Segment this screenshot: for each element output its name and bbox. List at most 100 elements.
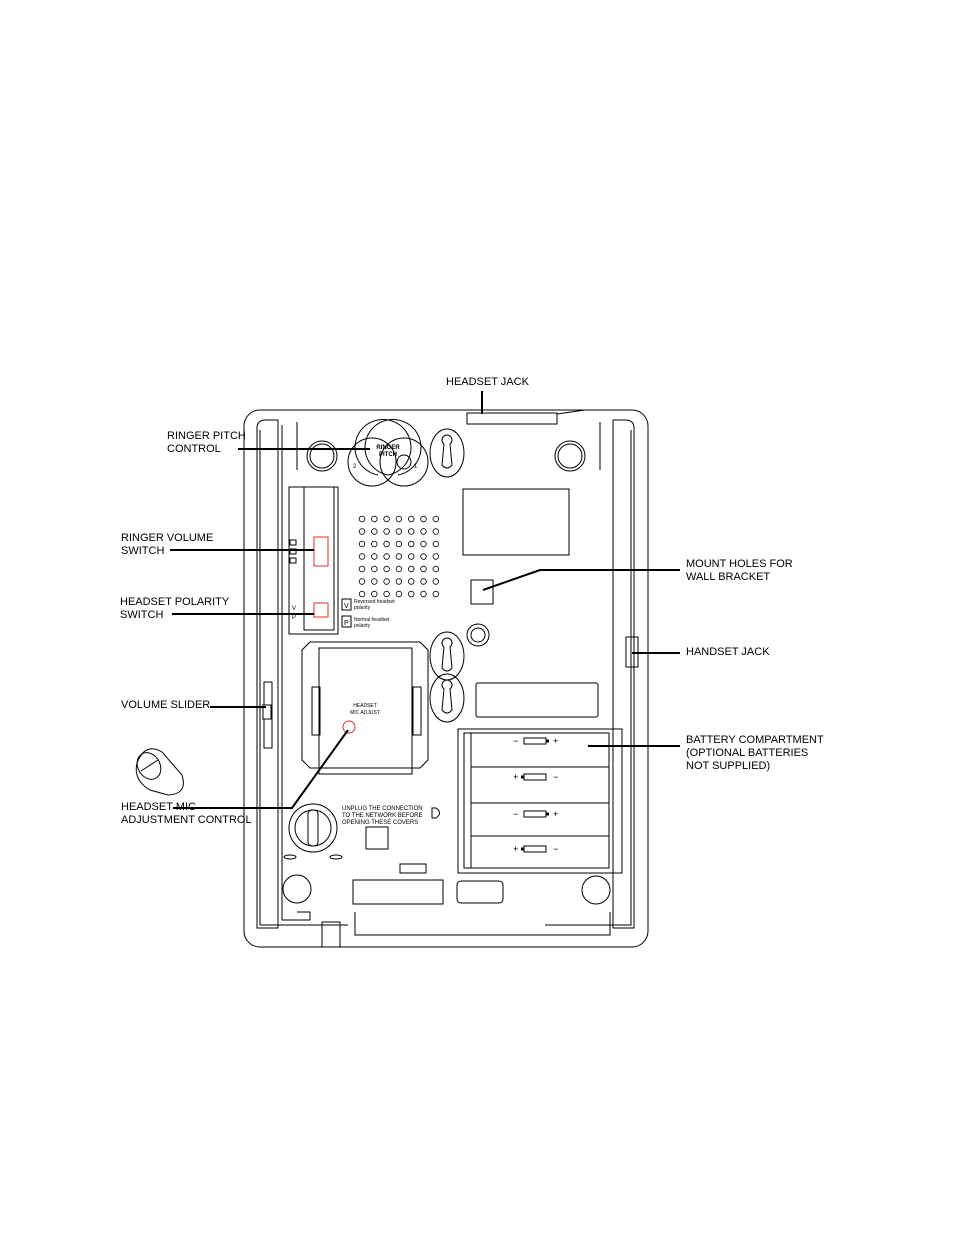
svg-text:OPENING THESE COVERS: OPENING THESE COVERS bbox=[342, 820, 418, 826]
grille-hole bbox=[408, 540, 415, 548]
grille-hole bbox=[420, 528, 427, 535]
svg-text:HEADSET: HEADSET bbox=[353, 703, 377, 709]
battery-terminal bbox=[521, 775, 524, 779]
grille-hole bbox=[408, 590, 415, 598]
switch-v-mark: V bbox=[292, 606, 296, 612]
grille-hole bbox=[395, 578, 403, 585]
grille-hole bbox=[358, 553, 366, 560]
grille-hole bbox=[420, 578, 427, 585]
small-square bbox=[365, 826, 389, 850]
grille-hole bbox=[395, 515, 403, 523]
grille-hole bbox=[432, 515, 439, 523]
headset-mic-leader bbox=[173, 729, 349, 809]
battery-symbol bbox=[523, 845, 547, 853]
grille-hole bbox=[432, 590, 439, 598]
small-slot bbox=[399, 863, 427, 874]
grille-hole bbox=[383, 528, 390, 535]
battery-terminal bbox=[546, 739, 549, 743]
grille-hole bbox=[408, 553, 415, 560]
grille-hole bbox=[432, 540, 439, 548]
foot-bottom-left bbox=[282, 874, 312, 904]
svg-text:MIC ADJUST: MIC ADJUST bbox=[350, 710, 380, 716]
grille-hole bbox=[371, 565, 378, 573]
polarity-legend: V Reversed headset polarity P Normal hea… bbox=[341, 598, 395, 629]
keyhole-top bbox=[429, 428, 465, 478]
headset-mic-adjustment-label: HEADSET MIC ADJUSTMENT CONTROL bbox=[121, 801, 252, 826]
ringer-volume-switch-label: RINGER VOLUME SWITCH bbox=[121, 532, 214, 557]
grille-hole bbox=[408, 578, 415, 585]
grille-hole bbox=[420, 515, 427, 523]
svg-text:Normal headset: Normal headset bbox=[354, 617, 390, 623]
headset-polarity-switch[interactable] bbox=[313, 602, 329, 618]
grille-hole bbox=[432, 553, 439, 560]
volume-icon-low bbox=[289, 557, 297, 564]
warning-text: UNPLUG THE CONNECTION TO THE NETWORK BEF… bbox=[342, 806, 423, 826]
ringer-pitch-control-label: RINGER PITCH CONTROL bbox=[167, 430, 246, 455]
ringer-volume-switch[interactable] bbox=[313, 536, 329, 567]
mic-adjust-cover: HEADSET MIC ADJUST bbox=[301, 641, 429, 775]
grille-hole bbox=[383, 590, 390, 598]
battery-polarity-left: + bbox=[513, 772, 518, 782]
headset-mic-adjust-control[interactable] bbox=[342, 720, 356, 734]
grille-hole bbox=[432, 528, 439, 535]
ringer-pitch-title: RINGER bbox=[376, 445, 400, 451]
foot-top-left bbox=[306, 440, 338, 472]
grille-hole bbox=[371, 578, 378, 585]
grille-hole bbox=[371, 528, 378, 535]
grille-hole bbox=[395, 590, 403, 598]
grille-hole bbox=[358, 590, 366, 598]
svg-text:TO THE NETWORK BEFORE: TO THE NETWORK BEFORE bbox=[342, 813, 422, 819]
inner-rim-right bbox=[545, 430, 632, 926]
grille-hole bbox=[432, 578, 439, 585]
battery-compartment-label: BATTERY COMPARTMENT (OPTIONAL BATTERIES … bbox=[686, 734, 824, 772]
svg-text:P: P bbox=[344, 620, 349, 627]
foot-bottom-right bbox=[581, 875, 611, 905]
svg-text:Reversed headset: Reversed headset bbox=[354, 599, 395, 605]
headset-polarity-switch-label: HEADSET POLARITY SWITCH bbox=[120, 596, 230, 621]
grille-hole bbox=[420, 590, 427, 598]
round-button bbox=[466, 623, 490, 647]
headset-jack-label: HEADSET JACK bbox=[446, 376, 529, 388]
mount-hole-square bbox=[470, 579, 494, 605]
d-connector-icon bbox=[431, 807, 440, 819]
grille-hole bbox=[358, 515, 366, 523]
grille-hole bbox=[358, 528, 366, 535]
battery-compartment: −++−−++− bbox=[457, 728, 623, 874]
battery-polarity-left: − bbox=[513, 736, 518, 746]
svg-text:polarity: polarity bbox=[354, 605, 371, 611]
grille-hole bbox=[408, 565, 415, 573]
svg-text:polarity: polarity bbox=[354, 623, 371, 629]
battery-terminal bbox=[521, 847, 524, 851]
bottom-plate-left bbox=[352, 879, 444, 905]
pitch-left-mark: 2 bbox=[353, 464, 357, 470]
grille-hole bbox=[383, 565, 390, 573]
keyhole-lower bbox=[429, 673, 465, 723]
grille-hole bbox=[358, 578, 366, 585]
battery-symbol bbox=[523, 810, 547, 818]
battery-polarity-left: + bbox=[513, 844, 518, 854]
bottom-notch bbox=[321, 921, 341, 948]
grille-hole bbox=[408, 528, 415, 535]
battery-slot: +− bbox=[513, 772, 558, 782]
label-plate bbox=[462, 488, 570, 556]
battery-slot: −+ bbox=[513, 736, 558, 746]
grille-hole bbox=[371, 590, 378, 598]
grille-hole bbox=[395, 528, 403, 535]
grille-hole bbox=[420, 565, 427, 573]
grille-hole bbox=[395, 553, 403, 560]
handset-jack-label: HANDSET JACK bbox=[686, 646, 770, 658]
grille-hole bbox=[408, 515, 415, 523]
battery-cover-dial bbox=[288, 803, 338, 853]
battery-terminal bbox=[546, 812, 549, 816]
ringer-pitch-sub: PITCH bbox=[379, 452, 397, 458]
grille-hole bbox=[383, 540, 390, 548]
battery-slot: +− bbox=[513, 844, 558, 854]
volume-slider-knob[interactable] bbox=[262, 704, 272, 720]
slot-plate bbox=[475, 682, 599, 718]
battery-polarity-right: − bbox=[553, 772, 558, 782]
grille-hole bbox=[420, 553, 427, 560]
volume-slider-label: VOLUME SLIDER bbox=[121, 699, 211, 711]
detached-knob bbox=[135, 748, 184, 796]
grille-hole bbox=[420, 540, 427, 548]
grille-hole bbox=[395, 540, 403, 548]
